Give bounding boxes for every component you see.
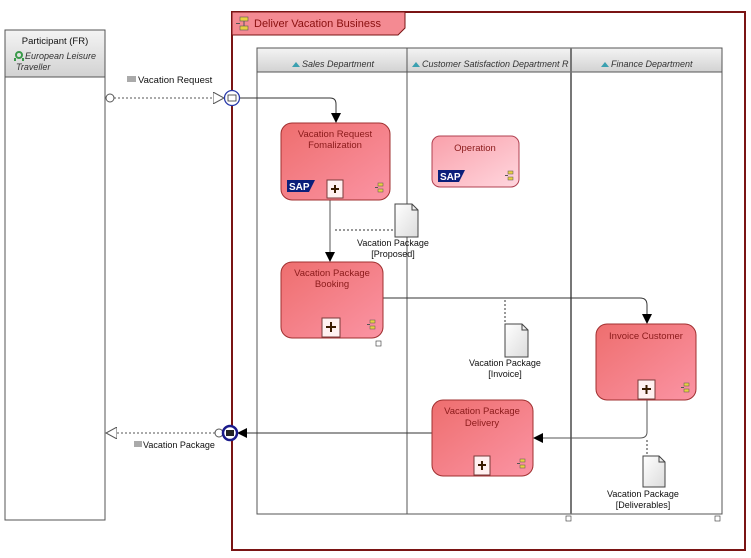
task-label: Fomalization: [308, 140, 362, 151]
process-icon: [505, 170, 514, 181]
lane-finance[interactable]: Finance Department: [601, 59, 693, 69]
data-object-deliverables[interactable]: Vacation Package [Deliverables]: [607, 455, 679, 510]
task-invoice-customer[interactable]: Invoice Customer: [595, 323, 697, 401]
data-object-state: [Proposed]: [371, 249, 415, 259]
envelope-icon: [227, 94, 237, 102]
data-object-proposed[interactable]: Vacation Package [Proposed]: [357, 203, 429, 259]
process-icon: [517, 458, 526, 469]
message-label-request: Vacation Request: [138, 75, 213, 86]
participant-title: Participant (FR): [22, 36, 89, 47]
task-vacation-package-booking[interactable]: Vacation Package Booking: [280, 261, 384, 347]
message-icon: [134, 441, 142, 447]
role-icon: [14, 51, 24, 61]
task-label: Vacation Package: [444, 406, 520, 417]
svg-text:SAP: SAP: [289, 182, 310, 193]
lane-sales[interactable]: Sales Department: [292, 59, 375, 69]
message-icon: [127, 76, 136, 82]
task-label: Delivery: [465, 418, 500, 429]
sequence-flows: [237, 97, 652, 456]
data-object-state: [Deliverables]: [616, 500, 671, 510]
process-icon: [367, 319, 376, 330]
data-object-label: Vacation Package: [469, 358, 541, 368]
task-vacation-package-delivery[interactable]: Vacation Package Delivery: [431, 399, 534, 477]
task-operation[interactable]: Operation SAP: [431, 135, 520, 188]
lane-label-sales: Sales Department: [302, 59, 375, 69]
data-object-label: Vacation Package: [357, 238, 429, 248]
participant-pool[interactable]: Participant (FR) European Leisure Travel…: [4, 29, 106, 521]
sap-logo: SAP: [438, 170, 465, 183]
participant-role-line2: Traveller: [16, 62, 51, 72]
message-end-event[interactable]: [221, 424, 239, 442]
link-icon: [375, 340, 382, 347]
link-icon: [565, 515, 572, 522]
lane-customer-satisfaction[interactable]: Customer Satisfaction Department R: [412, 59, 569, 69]
message-label-package: Vacation Package: [143, 440, 215, 450]
pool-title: Deliver Vacation Business: [254, 18, 381, 30]
data-object-state: [Invoice]: [488, 369, 522, 379]
task-label: Vacation Request: [298, 129, 373, 140]
message-flow-package[interactable]: Vacation Package: [106, 429, 224, 450]
lane-label-customer-satisfaction: Customer Satisfaction Department R: [422, 59, 569, 69]
process-icon: [375, 182, 384, 193]
participant-role-line1: European Leisure: [25, 51, 96, 61]
subprocess-expand-icon[interactable]: [326, 179, 344, 199]
data-object-invoice[interactable]: Vacation Package [Invoice]: [469, 323, 541, 379]
subprocess-expand-icon[interactable]: [321, 317, 341, 338]
process-icon: [681, 382, 690, 393]
message-flow-request[interactable]: Vacation Request: [105, 75, 224, 102]
subprocess-expand-icon[interactable]: [637, 379, 656, 400]
subprocess-expand-icon[interactable]: [473, 455, 491, 476]
lanes: Sales Department Customer Satisfaction D…: [256, 47, 723, 515]
message-start-event[interactable]: [223, 89, 241, 107]
process-icon: [236, 16, 249, 31]
task-vacation-request-formalization[interactable]: Vacation Request Fomalization SAP: [280, 122, 391, 201]
task-label: Operation: [454, 143, 496, 154]
task-label: Booking: [315, 279, 349, 290]
data-object-label: Vacation Package: [607, 489, 679, 499]
svg-text:SAP: SAP: [440, 172, 461, 183]
link-icon: [714, 515, 721, 522]
task-label: Invoice Customer: [609, 331, 683, 342]
lane-label-finance: Finance Department: [611, 59, 693, 69]
task-label: Vacation Package: [294, 268, 370, 279]
sap-logo: SAP: [287, 180, 315, 193]
envelope-icon: [226, 430, 234, 436]
